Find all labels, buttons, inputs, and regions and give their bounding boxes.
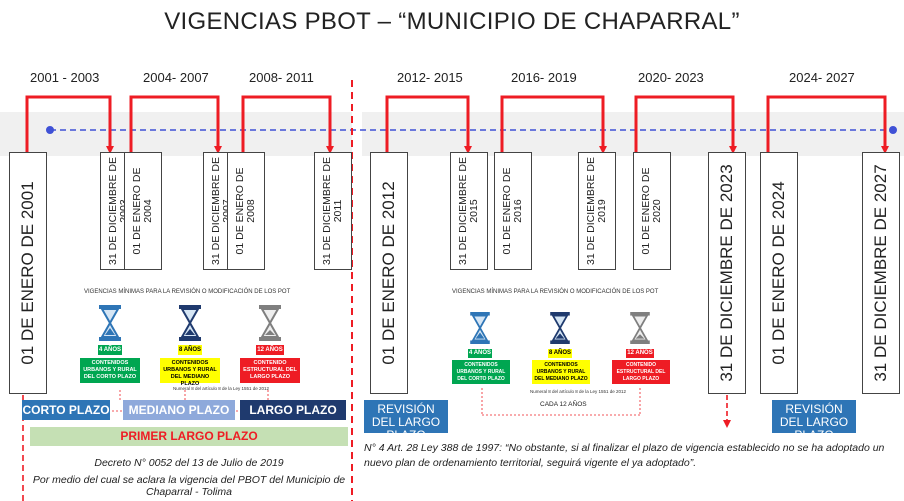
date-box-2004: 01 DE ENERO DE 2004 [124, 152, 162, 270]
date-2004-text: 01 DE ENERO DE 2004 [130, 167, 154, 255]
mediano-years-badge-right: 8 AÑOS [548, 349, 572, 358]
date-2020-text: 01 DE ENERO DE 2020 [639, 167, 663, 255]
date-box-2008: 01 DE ENERO DE 2008 [227, 152, 265, 270]
period-label-2024-2027: 2024- 2027 [789, 70, 855, 85]
date-box-2001: 01 DE ENERO DE 2001 [9, 152, 47, 394]
red-brackets-left [25, 95, 334, 154]
timeline-band-right [362, 112, 904, 156]
plazo-connectors-right [481, 388, 641, 416]
largo-years-badge-right: 12 AÑOS [626, 349, 654, 358]
hourglass-gray-icon [630, 312, 650, 344]
date-box-2020: 01 DE ENERO DE 2020 [633, 152, 671, 270]
decreto-description: Por medio del cual se aclara la vigencia… [32, 474, 346, 498]
timeline-start-dot [46, 126, 54, 134]
corto-desc-box: CONTENIDOS URBANOS Y RURAL DEL CORTO PLA… [80, 358, 140, 383]
date-box-2027: 31 DE DICIEMBRE DE 2027 [862, 152, 900, 394]
period-label-2004-2007: 2004- 2007 [143, 70, 209, 85]
timeline-band-left [0, 112, 352, 156]
numeral-note-left: Numeral 8 del artículo 8 de la Ley 1551 … [173, 386, 270, 391]
largo-years-badge: 12 AÑOS [256, 345, 284, 355]
period-label-2012-2015: 2012- 2015 [397, 70, 463, 85]
vigencias-title-left: VIGENCIAS MÍNIMAS PARA LA REVISIÓN O MOD… [84, 289, 291, 295]
period-label-2008-2011: 2008- 2011 [249, 70, 314, 85]
mediano-desc-box: CONTENIDOS URBANOS Y RURAL DEL MEDIANO P… [160, 358, 220, 387]
date-box-2023: 31 DE DICIEMBRE DE 2023 [708, 152, 746, 394]
date-2015-text: 31 DE DICIEMBRE DE 2015 [456, 157, 480, 265]
corto-years-badge: 4 AÑOS [98, 345, 122, 355]
date-2016-text: 01 DE ENERO DE 2016 [500, 167, 524, 255]
largo-desc-box-right: CONTENIDO ESTRUCTURAL DEL LARGO PLAZO [612, 360, 670, 384]
date-box-2024: 01 DE ENERO DE 2024 [760, 152, 798, 394]
numeral-note-right: Numeral 8 del artículo 8 de la Ley 1551 … [530, 389, 627, 394]
date-box-2015: 31 DE DICIEMBRE DE 2015 [450, 152, 488, 270]
revision-largo-plazo-box-2: REVISIÓN DEL LARGO PLAZO [772, 400, 856, 442]
primer-largo-plazo-bar: PRIMER LARGO PLAZO [30, 427, 348, 446]
hourglass-blue-icon [470, 312, 490, 344]
hourglass-blue-icon [99, 305, 121, 341]
date-box-2016: 01 DE ENERO DE 2016 [494, 152, 532, 270]
date-2024-text: 01 DE ENERO DE 2024 [769, 181, 789, 365]
date-2011-text: 31 DE DICIEMBRE DE 2011 [320, 157, 344, 265]
period-label-2001-2003: 2001 - 2003 [30, 70, 100, 85]
hourglass-gray-icon [259, 305, 281, 341]
largo-desc-box: CONTENIDO ESTRUCTURAL DEL LARGO PLAZO [240, 358, 300, 383]
corto-plazo-bar: CORTO PLAZO [22, 400, 110, 420]
date-2008-text: 01 DE ENERO DE 2008 [233, 167, 257, 255]
mediano-plazo-bar: MEDIANO PLAZO [123, 400, 235, 420]
timeline-end-dot [889, 126, 897, 134]
decreto-title: Decreto N° 0052 del 13 de Julio de 2019 [94, 457, 284, 469]
period-label-2020-2023: 2020- 2023 [638, 70, 704, 85]
date-2012-text: 01 DE ENERO DE 2012 [379, 181, 399, 365]
red-brackets-right [385, 95, 889, 154]
revision-largo-plazo-box-1: REVISIÓN DEL LARGO PLAZO [364, 400, 448, 442]
corto-desc-box-right: CONTENIDOS URBANOS Y RURAL DEL CORTO PLA… [452, 360, 510, 384]
hourglass-darkblue-icon [550, 312, 570, 344]
corto-years-badge-right: 4 AÑOS [468, 349, 492, 358]
date-box-2012: 01 DE ENERO DE 2012 [370, 152, 408, 394]
date-box-2011: 31 DE DICIEMBRE DE 2011 [314, 152, 352, 270]
period-label-2016-2019: 2016- 2019 [511, 70, 577, 85]
date-2023-text: 31 DE DICIEMBRE DE 2023 [717, 164, 737, 382]
mediano-years-badge: 8 AÑOS [178, 345, 202, 355]
date-2027-text: 31 DE DICIEMBRE DE 2027 [871, 164, 891, 382]
ley-388-note: N° 4 Art. 28 Ley 388 de 1997: “No obstan… [364, 442, 885, 469]
vigencias-title-right: VIGENCIAS MÍNIMAS PARA LA REVISIÓN O MOD… [452, 289, 659, 295]
mediano-desc-box-right: CONTENIDOS URBANOS Y RURAL DEL MEDIANO P… [532, 360, 590, 384]
date-2001-text: 01 DE ENERO DE 2001 [18, 181, 38, 365]
cada-12-label: CADA 12 AÑOS [540, 401, 587, 408]
largo-plazo-bar: LARGO PLAZO [240, 400, 346, 420]
date-box-2019: 31 DE DICIEMBRE DE 2019 [578, 152, 616, 270]
hourglass-darkblue-icon [179, 305, 201, 341]
date-2019-text: 31 DE DICIEMBRE DE 2019 [584, 157, 608, 265]
diagram-title: VIGENCIAS PBOT – “MUNICIPIO DE CHAPARRAL… [164, 8, 740, 35]
